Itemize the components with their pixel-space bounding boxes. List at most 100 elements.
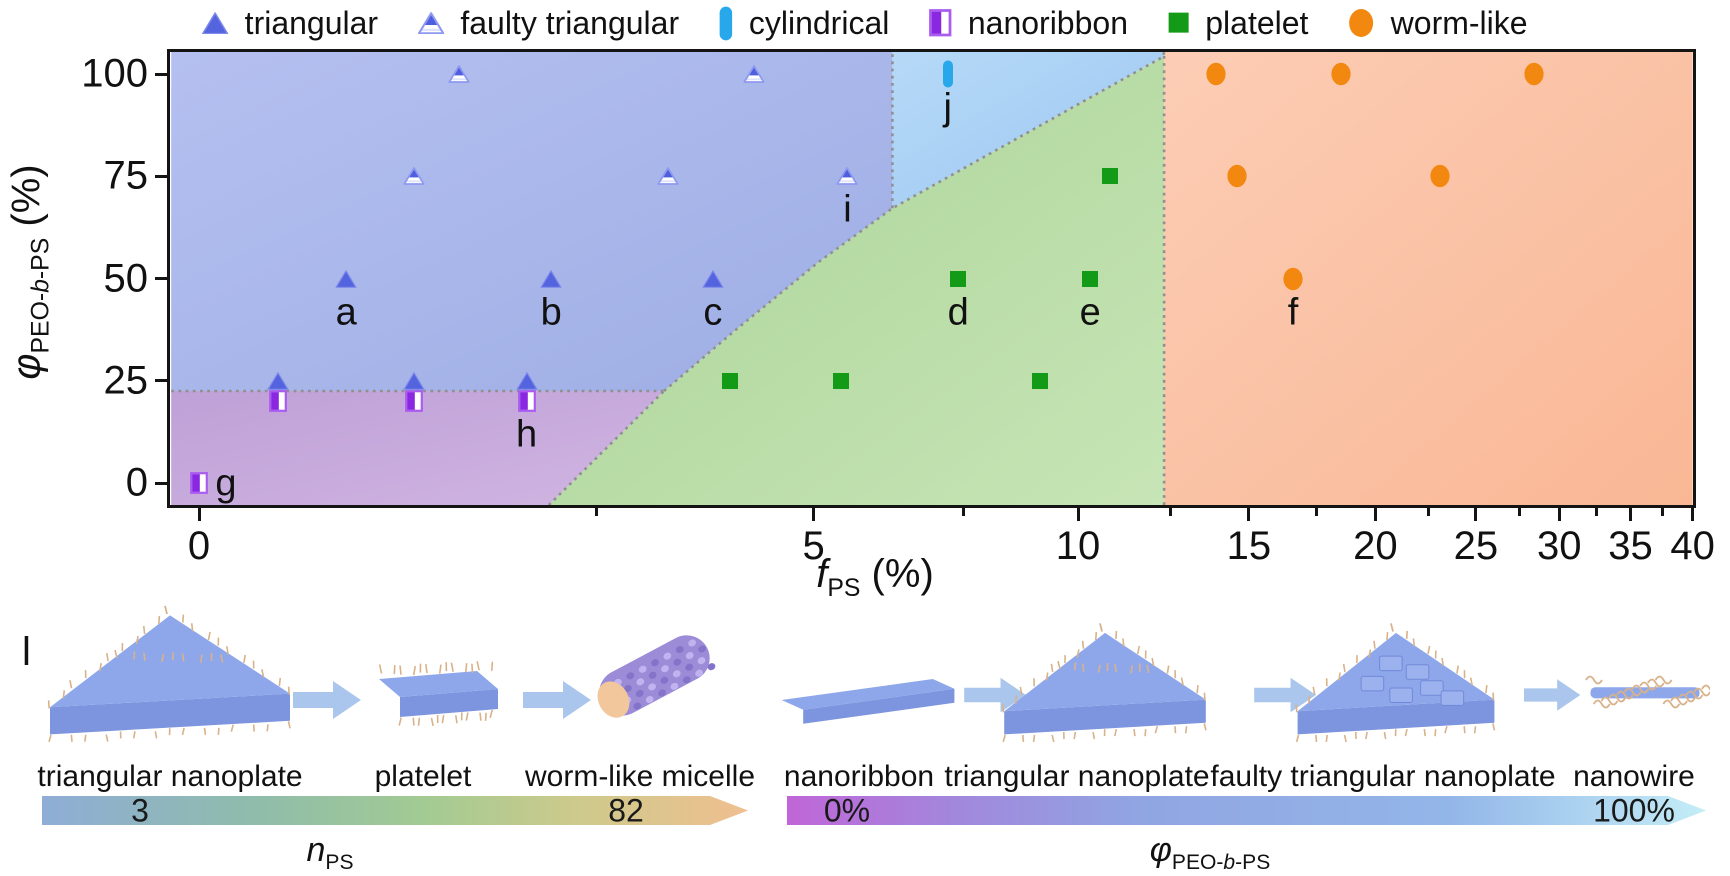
y-axis-label: φPEO-b-PS (%) <box>4 164 55 380</box>
phase-region-triangular-region <box>171 52 893 391</box>
phase-region-nanoribbon-region <box>171 391 664 505</box>
transition-arrow-icon <box>1524 676 1582 714</box>
x-axis-tick <box>1628 508 1632 521</box>
x-axis-minor-tick <box>1661 508 1665 516</box>
sample-letter-f: f <box>1287 291 1299 333</box>
x-axis-tick <box>197 508 201 521</box>
legend-label: platelet <box>1205 4 1309 41</box>
point-worm <box>1227 164 1248 188</box>
sample-letter-h: h <box>516 413 538 456</box>
point-faulty <box>448 65 470 83</box>
point-triangular <box>540 269 562 288</box>
x-axis-tick <box>1076 508 1080 521</box>
platelet-illustration <box>365 645 505 745</box>
transition-arrow-icon <box>293 678 363 722</box>
x-axis-tick-label: 35 <box>1608 524 1653 568</box>
point-platelet <box>1082 270 1099 287</box>
x-axis-minor-tick <box>1426 508 1430 516</box>
phase-region-worm-region <box>1164 52 1693 505</box>
x-axis-minor-tick <box>1594 508 1598 516</box>
y-axis-tick <box>155 379 167 383</box>
point-triangular <box>267 371 289 390</box>
x-axis-tick-label: 0 <box>187 524 211 568</box>
y-axis-tick-label: 100 <box>81 51 148 96</box>
faulty-illustration <box>1294 616 1499 761</box>
point-platelet <box>832 372 849 389</box>
point-platelet <box>1031 372 1048 389</box>
x-axis-minor-tick <box>1517 508 1521 516</box>
x-axis-minor-tick <box>1169 508 1173 516</box>
x-axis-tick <box>1474 508 1478 521</box>
platelet-marker-icon <box>1168 12 1189 33</box>
morphology-label: nanowire <box>1573 760 1695 793</box>
legend-item-cylindrical: cylindrical <box>719 5 889 42</box>
point-nanoribbon <box>405 390 423 413</box>
morphology-label: platelet <box>374 760 472 793</box>
point-platelet <box>721 372 738 389</box>
point-nanoribbon <box>190 472 208 494</box>
x-axis-tick-label: 5 <box>802 524 825 568</box>
point-triangular <box>403 371 425 390</box>
point-nanoribbon <box>517 390 536 413</box>
worm-illustration <box>585 603 725 753</box>
sample-letter-g: g <box>215 462 237 505</box>
phi-label: φPEO-b-PS <box>1149 831 1271 874</box>
x-axis-tick-label: 25 <box>1453 524 1499 568</box>
legend-item-triangular: triangular <box>202 5 378 42</box>
bar-end-value: 82 <box>608 792 644 828</box>
x-axis-tick-label: 10 <box>1055 524 1101 568</box>
x-axis-tick <box>1373 508 1377 521</box>
point-nanoribbon <box>269 390 288 413</box>
nanowire-illustration <box>1580 652 1719 732</box>
triplate-illustration <box>45 595 295 765</box>
x-axis-tick <box>1247 508 1251 521</box>
x-axis-minor-tick <box>961 508 965 516</box>
sample-letter-b: b <box>540 291 562 333</box>
x-axis-tick-label: 20 <box>1353 524 1398 568</box>
x-axis-tick-label: 30 <box>1536 524 1582 568</box>
transition-arrow-icon <box>1254 675 1318 715</box>
bar-end-value: 100% <box>1593 792 1675 828</box>
legend-label: worm-like <box>1390 4 1528 41</box>
legend-label: nanoribbon <box>967 4 1128 41</box>
morphology-label: nanoribbon <box>783 760 935 793</box>
legend-item-platelet: platelet <box>1168 5 1308 42</box>
x-axis-label: fPS (%) <box>816 552 934 602</box>
point-faulty <box>657 167 679 186</box>
point-worm <box>1283 267 1304 291</box>
y-axis-tick <box>155 277 167 280</box>
legend-item-nanoribbon: nanoribbon <box>929 5 1128 42</box>
point-worm <box>1330 62 1351 86</box>
transition-arrow-icon <box>964 675 1028 715</box>
y-axis-tick <box>155 72 167 76</box>
bar-start-value: 3 <box>131 792 149 828</box>
point-platelet <box>950 270 967 287</box>
point-triangular <box>516 371 538 390</box>
sample-letter-j: j <box>943 86 952 129</box>
sample-letter-e: e <box>1079 291 1101 333</box>
ribbon-illustration <box>778 665 958 735</box>
bar-start-value: 0% <box>823 792 871 828</box>
y-axis-tick-label: 0 <box>125 460 148 505</box>
sample-letter-a: a <box>335 291 357 333</box>
morphology-label: faulty triangular nanoplate <box>1210 760 1556 793</box>
point-triangular <box>702 269 724 288</box>
nanoribbon-marker-icon <box>929 9 952 37</box>
transition-arrow-icon <box>523 678 593 722</box>
y-axis-tick-label: 25 <box>103 358 149 403</box>
nps-label: nPS <box>306 831 354 874</box>
x-axis-tick <box>1691 508 1695 521</box>
point-faulty <box>743 65 765 83</box>
x-axis-tick-label: 15 <box>1226 524 1272 568</box>
morphology-label: triangular nanoplate <box>37 760 303 793</box>
triplate-illustration <box>1000 616 1210 761</box>
point-faulty <box>403 167 425 186</box>
point-worm <box>1524 62 1545 86</box>
point-worm <box>1206 62 1227 86</box>
phase-region-cylindrical-region <box>892 52 1165 209</box>
point-platelet <box>1101 168 1118 185</box>
